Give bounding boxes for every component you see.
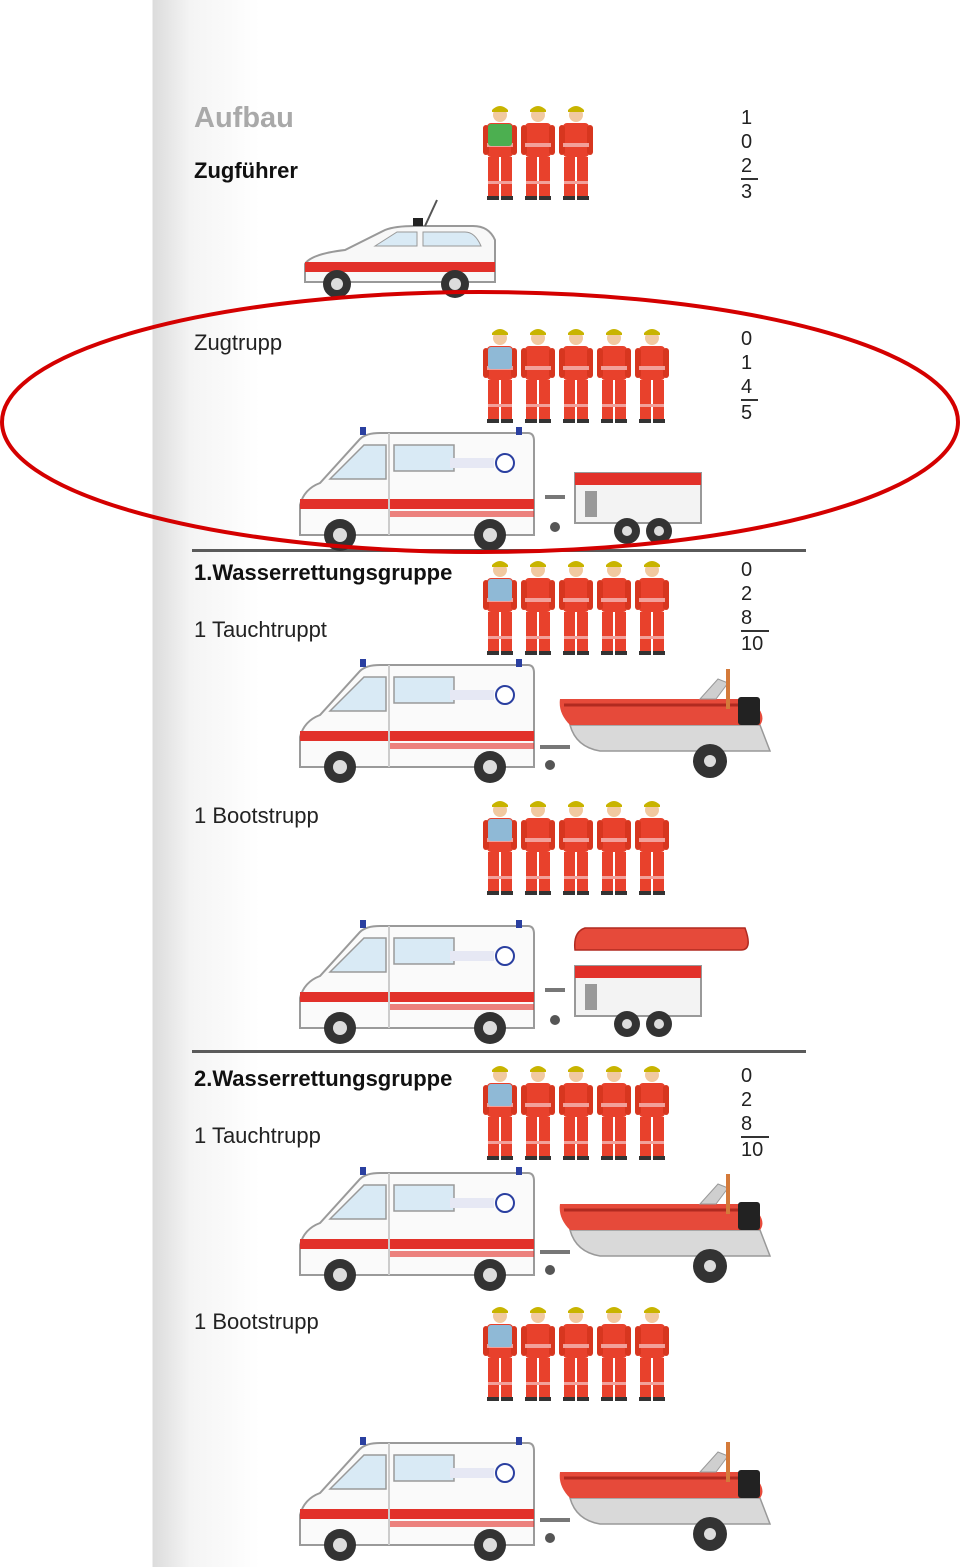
trailer-boat-stack-1 [544, 927, 749, 1038]
boat-trailer-1 [538, 667, 772, 780]
personnel-bootstrupp-1 [483, 801, 669, 895]
highlight-ellipse-zugtrupp [0, 290, 960, 554]
boat-trailer-2 [538, 1172, 772, 1285]
van-tauchtrupp-2 [299, 1166, 535, 1292]
label-bootstrupp-2: 1 Bootstrupp [194, 1309, 319, 1334]
personnel-tauchtrupp-1 [483, 561, 669, 655]
personnel-tauchtrupp-2 [483, 1066, 669, 1160]
personnel-bootstrupp-2 [483, 1307, 669, 1401]
label-wasserrettungsgruppe-2: 2.Wasserrettungsgruppe [194, 1066, 453, 1091]
command-car [304, 199, 496, 298]
label-tauchtrupp-1: 1 Tauchtruppt [194, 617, 327, 642]
van-bootstrupp-2 [299, 1436, 535, 1562]
label-bootstrupp-1: 1 Bootstrupp [194, 803, 319, 828]
personnel-zugtrupp [483, 329, 669, 423]
label-tauchtrupp-2: 1 Tauchtrupp [194, 1123, 321, 1148]
van-bootstrupp-1 [299, 919, 535, 1045]
personnel-zugfuehrer [483, 106, 593, 200]
boat-trailer-3 [538, 1440, 772, 1553]
label-wasserrettungsgruppe-1: 1.Wasserrettungsgruppe [194, 560, 453, 585]
divider-2 [192, 1050, 806, 1053]
label-zugtrupp: Zugtrupp [194, 330, 283, 355]
label-zugfuehrer: Zugführer [194, 158, 298, 183]
van-tauchtrupp-1 [299, 658, 535, 784]
trailer-box-zugtrupp [544, 472, 702, 545]
page-title: Aufbau [194, 102, 294, 134]
van-zugtrupp [299, 426, 535, 552]
